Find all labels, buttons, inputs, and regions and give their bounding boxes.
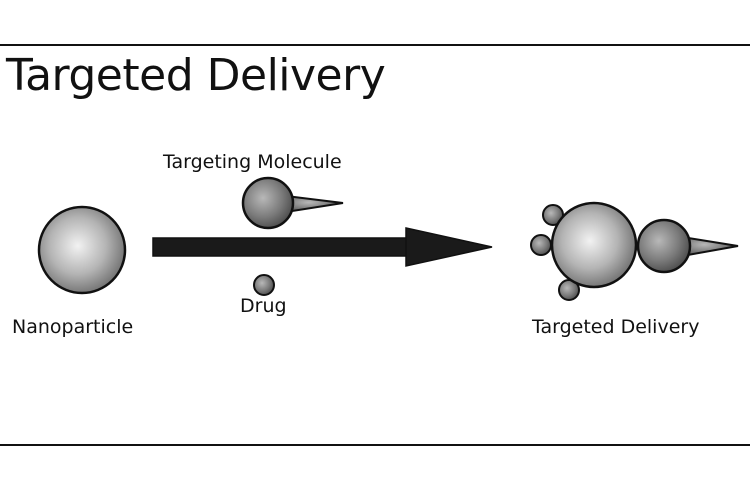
reaction-arrow: [152, 227, 493, 267]
assembly-molecule-head: [636, 218, 692, 274]
bottom-divider: [0, 444, 750, 446]
arrow-shaft: [152, 237, 412, 257]
targeting-molecule-head: [241, 176, 295, 230]
page-title: Targeted Delivery: [6, 50, 386, 101]
targeting-molecule-tail: [285, 194, 344, 214]
nanoparticle-label: Nanoparticle: [12, 316, 134, 338]
assembly-drug-2: [530, 234, 552, 256]
drug-sphere: [253, 274, 275, 296]
targeting-molecule: [241, 176, 344, 230]
drug-label: Drug: [240, 295, 287, 317]
nanoparticle-sphere: [37, 205, 127, 295]
assembly-nanoparticle: [550, 201, 638, 289]
targeted-delivery-label: Targeted Delivery: [532, 316, 700, 338]
targeted-delivery-assembly: [530, 201, 739, 301]
top-divider: [0, 44, 750, 46]
targeting-molecule-label: Targeting Molecule: [163, 151, 342, 173]
arrow-head: [405, 227, 493, 267]
